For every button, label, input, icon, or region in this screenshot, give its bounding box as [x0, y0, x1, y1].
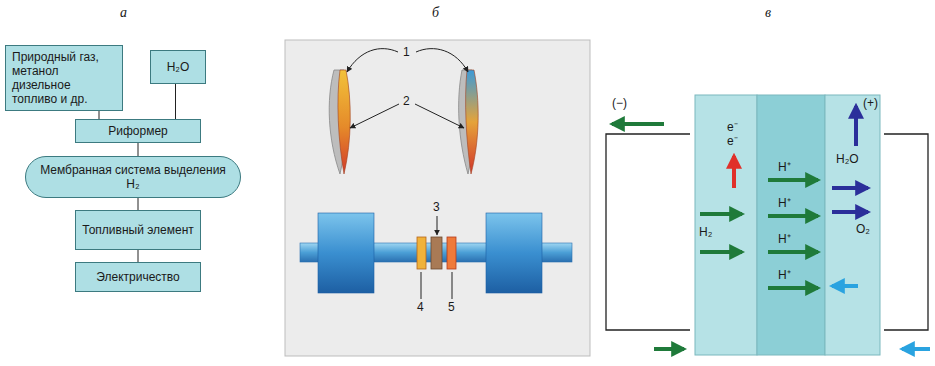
box-text: Риформер [108, 124, 168, 138]
left-blade [329, 70, 350, 174]
panel-letter: а [120, 6, 127, 20]
connector-line [138, 250, 139, 262]
reformer-box: Риформер [75, 119, 201, 143]
electron-label: e⁻ [727, 120, 738, 134]
connector-line [99, 111, 100, 119]
panel-letter: в [765, 6, 771, 20]
water-box: H₂O [150, 50, 206, 84]
electron-label: e⁻ [727, 134, 738, 148]
rotor-assembly [300, 213, 572, 293]
box-text: Топливный элемент [82, 223, 194, 237]
proton-label: H⁺ [778, 232, 791, 246]
proton-label: H⁺ [778, 268, 791, 282]
panel-letter: б [432, 6, 439, 20]
external-wires [606, 134, 928, 330]
species-label: H₂ [699, 225, 712, 239]
output-box: Электричество [75, 262, 201, 292]
connector-line [138, 198, 139, 210]
fuel-cell [695, 95, 880, 355]
panel-ground [285, 40, 590, 356]
feedstock-box: Природный газ, метанол дизельное топливо… [5, 45, 123, 111]
proton-label: H⁺ [778, 196, 791, 210]
right-blade [459, 70, 479, 174]
species-label: H₂O [836, 152, 859, 166]
callout-number: 5 [448, 300, 455, 314]
connector-line [175, 84, 176, 119]
connector-line [138, 143, 139, 156]
polarity-label: (−) [612, 96, 627, 110]
fuel-cell-box: Топливный элемент [75, 210, 201, 250]
species-label: O₂ [856, 222, 870, 236]
box-text: Электричество [96, 270, 180, 284]
membrane-box: Мембранная система выделения H₂ [25, 156, 241, 198]
flow-arrows [612, 106, 930, 349]
polarity-label: (+) [863, 96, 878, 110]
callout-number: 2 [403, 94, 410, 108]
callout-number: 4 [417, 300, 424, 314]
box-text: Природный газ, метанол дизельное топливо… [12, 50, 116, 106]
proton-label: H⁺ [778, 160, 791, 174]
box-text: H₂O [167, 60, 190, 74]
callout-number: 1 [403, 45, 410, 59]
callout-number: 3 [433, 200, 440, 214]
box-text: Мембранная система выделения H₂ [32, 163, 234, 191]
